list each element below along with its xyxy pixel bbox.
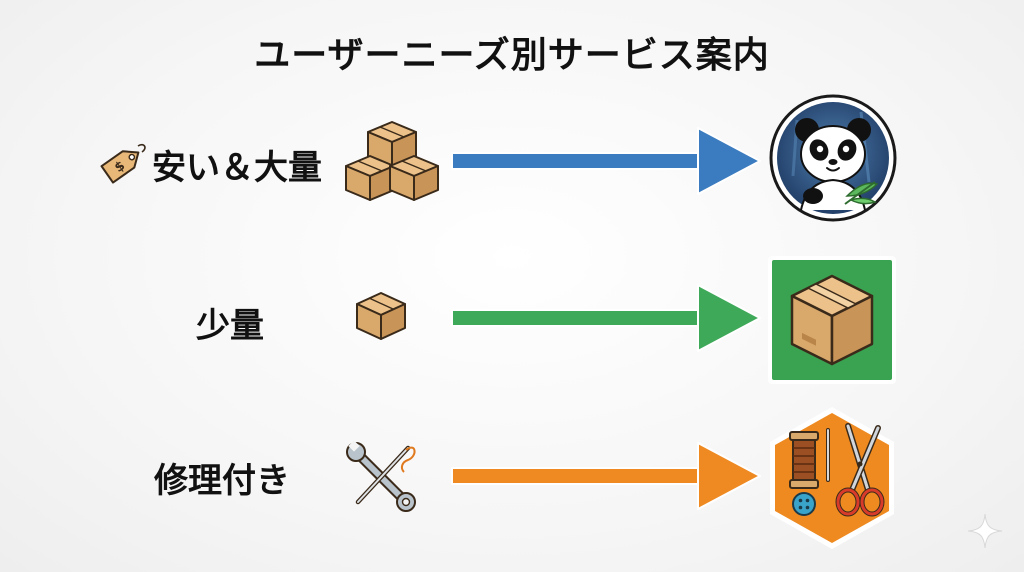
box-icon: [354, 290, 408, 346]
page-title: ユーザーニーズ別サービス案内: [254, 35, 770, 76]
row-label-cheap-bulk: 安い＆大量: [152, 148, 322, 188]
box-service-icon: [766, 254, 898, 390]
wrench-needle-icon: [344, 440, 418, 518]
arrow-small-quantity: [451, 284, 761, 352]
sparkle-icon: [966, 512, 1004, 554]
row-label-with-repair: 修理付き: [154, 461, 290, 501]
sewing-kit-icon: [764, 404, 900, 556]
row-label-small-quantity: 少量: [196, 306, 264, 346]
arrow-with-repair: [451, 442, 761, 510]
price-tag-icon: $: [94, 136, 150, 196]
arrow-cheap-bulk: [451, 127, 761, 195]
stacked-boxes-icon: [344, 120, 440, 206]
panda-icon: [767, 92, 899, 228]
